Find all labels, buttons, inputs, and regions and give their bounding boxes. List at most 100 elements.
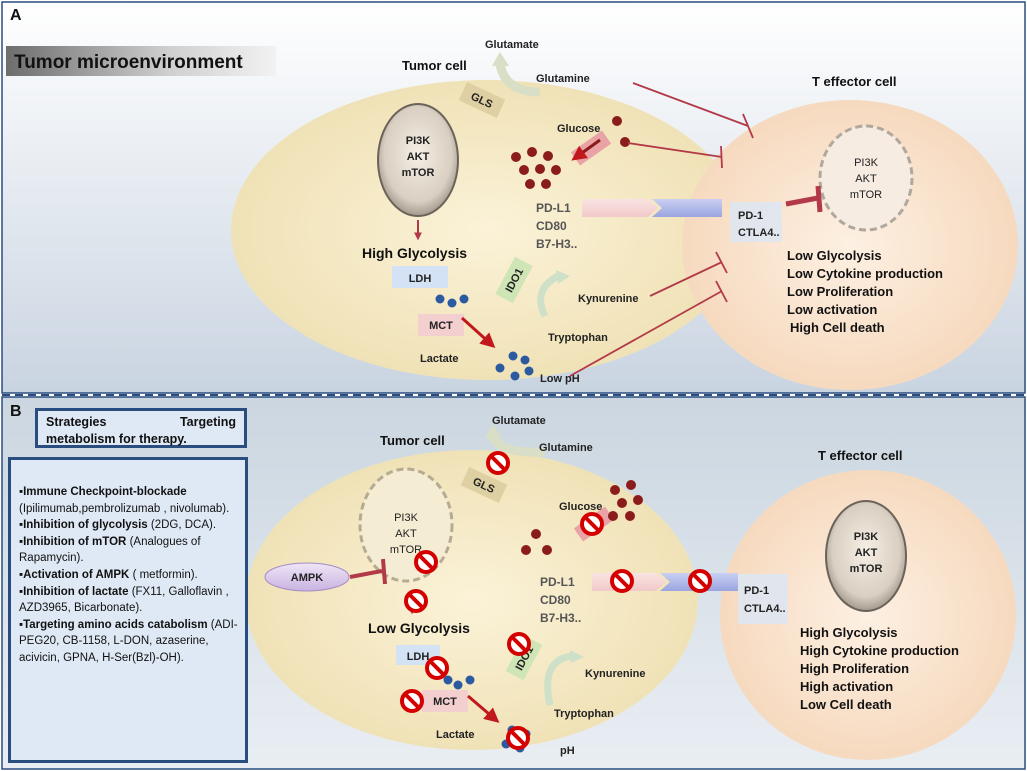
- ligand-a-3: B7-H3..: [536, 237, 577, 251]
- lactate-dot: [435, 294, 445, 304]
- glucose-dot: [620, 137, 630, 147]
- mct-a: MCT: [429, 320, 453, 332]
- t-effect-b-4: High activation: [800, 679, 893, 694]
- no-sign-icon: [404, 589, 428, 613]
- strategy-detail: (2DG, DCA).: [150, 519, 217, 532]
- t-cell-label-a: T effector cell: [812, 74, 897, 89]
- strategy-detail: (Analogues of Rapamycin).: [19, 535, 201, 565]
- ligand-b-3: B7-H3..: [540, 611, 581, 625]
- mct-box-a: [418, 314, 464, 336]
- tumor-nucleus-a: [377, 103, 459, 217]
- lactate-dot: [447, 298, 457, 308]
- glycolysis-a: High Glycolysis: [362, 245, 467, 261]
- mct-b: MCT: [433, 696, 457, 708]
- t-cell-b: [720, 470, 1016, 760]
- lactate-label-b: Lactate: [436, 729, 475, 741]
- kynurenine-label-a: Kynurenine: [578, 293, 639, 305]
- gls-box-b: [460, 467, 508, 503]
- ampk-inhibition-line: [349, 569, 383, 579]
- glutamine-label-b: Glutamine: [539, 442, 593, 454]
- panel-b-letter: B: [10, 403, 22, 420]
- no-sign-icon: [610, 569, 634, 593]
- ampk-inhibition-bar: [381, 558, 387, 585]
- tumor-nucleus-b: [358, 467, 454, 583]
- t-nucleus-a-line-3: mTOR: [850, 189, 882, 201]
- ampk-label: AMPK: [291, 572, 323, 584]
- tryptophan-label-b: Tryptophan: [554, 708, 614, 720]
- receptor-box-a: [730, 202, 782, 242]
- ligand-a-1: PD-L1: [536, 201, 571, 215]
- lactate-dot: [495, 363, 505, 373]
- lactate-dot: [465, 675, 475, 685]
- ampk-oval: [264, 562, 350, 592]
- receptor-inhibition-a: [785, 195, 819, 207]
- ido1-box-b: [505, 635, 543, 681]
- nucleus-a-line-3: mTOR: [402, 167, 435, 179]
- kynurenine-label-b: Kynurenine: [585, 668, 646, 680]
- tryptophan-label-a: Tryptophan: [548, 332, 608, 344]
- glutamine-arrow-b: [488, 434, 546, 457]
- ph-label-b: pH: [560, 745, 575, 757]
- t-effect-b-5: Low Cell death: [800, 697, 892, 712]
- t-effect-b-3: High Proliferation: [800, 661, 909, 676]
- ldh-b: LDH: [407, 651, 430, 663]
- strategies-list: ▪Immune Checkpoint-blockade (Ipilimumab,…: [8, 457, 248, 763]
- strategies-title-word-1: Strategies: [46, 415, 107, 429]
- receptor-b-2: CTLA4..: [744, 603, 786, 615]
- no-sign-icon: [414, 550, 438, 574]
- t-nucleus-a: [818, 124, 914, 232]
- strategy-item: ▪Inhibition of mTOR (Analogues of Rapamy…: [19, 535, 201, 565]
- receptor-a-2: CTLA4..: [738, 227, 780, 239]
- inhibition-lines-a: [569, 82, 754, 377]
- tryptophan-arrow-a: [537, 272, 560, 318]
- nucleus-a-line-1: PI3K: [406, 135, 431, 147]
- panel-a-letter: A: [10, 7, 22, 24]
- ligand-a-2: CD80: [536, 219, 567, 233]
- glucose-dot: [612, 116, 622, 126]
- lactate-dot: [453, 680, 463, 690]
- ido1-box-a: [495, 256, 533, 304]
- ligand-b-1: PD-L1: [540, 575, 575, 589]
- banner-title: Tumor microenvironment: [14, 52, 243, 73]
- lactate-dot: [520, 355, 530, 365]
- strategy-bold: Activation of AMPK: [23, 568, 130, 581]
- nucleus-b-line-3: mTOR: [390, 544, 422, 556]
- strategy-bold: Immune Checkpoint-blockade: [23, 486, 187, 498]
- glutamine-arrowhead-b: [485, 424, 502, 438]
- glutamate-label-a: Glutamate: [485, 39, 539, 51]
- strategy-item: ▪Inhibition of glycolysis (2DG, DCA).: [19, 519, 217, 532]
- glucose-dots-intracellular-b: [521, 529, 552, 555]
- t-nucleus-b-line-2: AKT: [855, 547, 878, 559]
- nucleus-a-line-2: AKT: [407, 151, 430, 163]
- t-nucleus-b-line-1: PI3K: [854, 531, 879, 543]
- strategy-bold: Inhibition of glycolysis: [23, 519, 148, 532]
- no-sign-icon: [507, 632, 531, 656]
- strategy-item: ▪Targeting amino acids catabolism (ADI-P…: [19, 618, 238, 664]
- t-effect-a-1: Low Glycolysis: [787, 248, 882, 263]
- strategy-detail: (Ipilimumab,pembrolizumab , nivolumab).: [19, 502, 230, 515]
- tumor-cell-a: [231, 80, 743, 380]
- lactate-dot: [524, 366, 534, 376]
- t-effect-a-3: Low Proliferation: [787, 284, 893, 299]
- t-effect-a-4: Low activation: [787, 302, 877, 317]
- t-nucleus-b: [825, 500, 907, 612]
- tumor-cell-b: [246, 450, 698, 750]
- lactate-dot: [459, 294, 469, 304]
- no-sign-icon: [486, 451, 510, 475]
- glucose-label-a: Glucose: [557, 123, 600, 135]
- t-effect-b-2: High Cytokine production: [800, 643, 959, 658]
- ligand-b-2: CD80: [540, 593, 571, 607]
- tryptophan-arrowhead-a: [556, 270, 570, 284]
- glucose-arrow-a: [571, 138, 601, 161]
- banner: [6, 46, 276, 76]
- ldh-a: LDH: [409, 273, 432, 285]
- receptor-inhibition-bar-a: [815, 185, 823, 213]
- lactate-dot: [443, 675, 453, 685]
- strategy-bold: Targeting amino acids catabolism: [23, 618, 208, 631]
- tumor-cell-label-a: Tumor cell: [402, 58, 467, 73]
- lactate-dot: [510, 371, 520, 381]
- strategy-detail: (ADI-PEG20, CB-1158, L-DON, azaserine, a…: [19, 618, 238, 664]
- no-sign-icon: [425, 656, 449, 680]
- ph-label-a: Low pH: [540, 373, 580, 385]
